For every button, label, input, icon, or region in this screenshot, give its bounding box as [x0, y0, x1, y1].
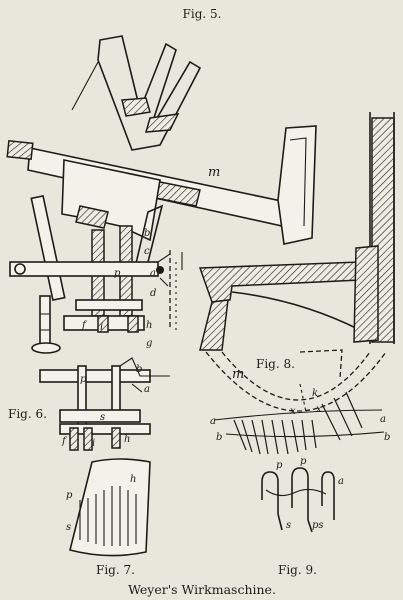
lever-end-knob [6, 139, 34, 161]
fig5-drawing: m p b c a d [6, 35, 395, 354]
knitted-tube [69, 458, 151, 557]
fig6-label-i: i [92, 438, 95, 449]
fig6-title: Fig. 6. [8, 407, 47, 421]
fig8-label-m: m [232, 367, 244, 382]
fig8-drawing [205, 349, 387, 455]
fig9-label-p1: p [276, 460, 283, 471]
plate-caption: Weyer's Wirkmaschine. [128, 582, 276, 597]
sinker-comb [71, 35, 202, 151]
fig8-label-x2: x [316, 404, 322, 415]
fig5-label-c: c [144, 246, 150, 257]
fig9-label-ps: ps [312, 520, 324, 531]
fig9-label-p2: p [300, 456, 307, 467]
fig7-label-h: h [130, 474, 136, 485]
fig5-label-a: a [150, 268, 156, 279]
fig6-label-b: b [136, 364, 142, 375]
fig6-label-s: s [100, 412, 105, 423]
fig8-label-b-left: b [216, 432, 222, 443]
fig7-drawing [69, 458, 151, 557]
fig5-label-d: d [150, 288, 156, 299]
fig9-label-a: a [338, 476, 344, 487]
needle-bed [198, 245, 379, 351]
fig5-label-p: p [114, 268, 121, 279]
fig5-title: Fig. 5. [183, 7, 222, 21]
shaft-p [9, 253, 171, 287]
fig7-label-p: p [66, 490, 73, 501]
presser-assembly [31, 295, 145, 354]
fig5-label-b: b [144, 228, 150, 239]
fig7-title: Fig. 7. [96, 563, 135, 577]
fig6-label-a: a [144, 384, 150, 395]
fig7-label-s: s [66, 522, 71, 533]
fig5-label-i: i [100, 322, 103, 333]
lever-arm-m [6, 125, 317, 245]
fig5-label-f: f [81, 320, 88, 331]
fig5-label-g: g [146, 338, 152, 349]
fig9-drawing [261, 467, 335, 533]
fig5-label-m: m [208, 165, 220, 180]
fig8-label-k: k [312, 388, 318, 399]
fig9-label-s: s [286, 520, 291, 531]
fig9-title: Fig. 9. [278, 563, 317, 577]
fig6-label-h: h [124, 434, 130, 445]
fig8-label-x1: x [290, 406, 296, 417]
fig6-label-p: p [80, 374, 87, 385]
fig5-label-h: h [146, 320, 152, 331]
fig8-label-a-right: a [380, 414, 386, 425]
fig8-label-b-right: b [384, 432, 390, 443]
fig6-drawing [39, 357, 170, 451]
fig8-title: Fig. 8. [256, 357, 295, 371]
fig8-label-a-left: a [210, 416, 216, 427]
fig6-label-f: f [61, 436, 68, 447]
